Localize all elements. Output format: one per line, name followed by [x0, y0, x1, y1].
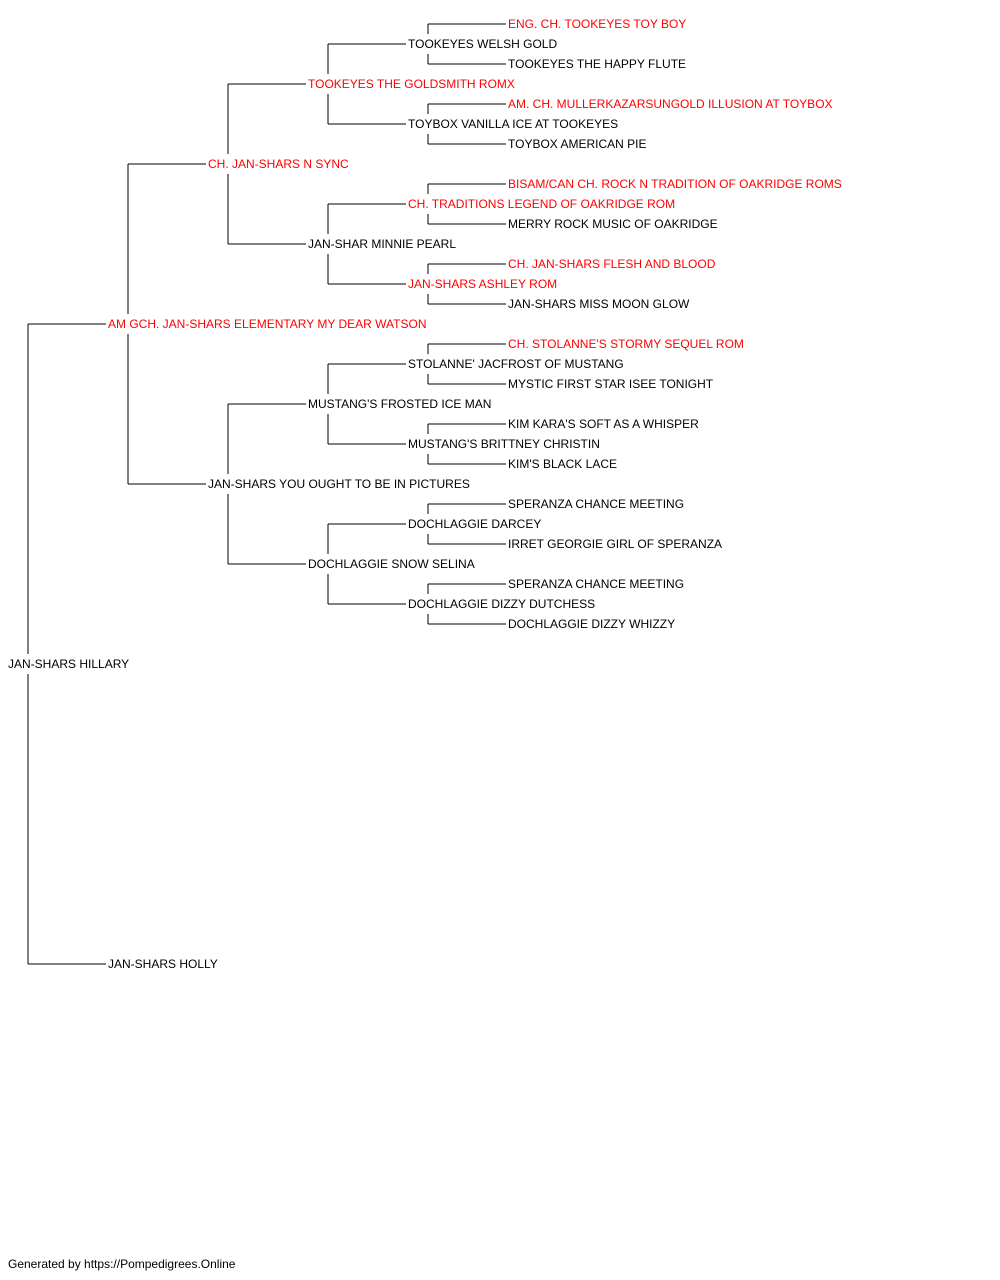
dog-name-gen-4: JAN-SHARS ASHLEY ROM [408, 277, 557, 291]
dog-name-gen-0: JAN-SHARS HILLARY [8, 657, 129, 671]
dog-name-gen-1: JAN-SHARS HOLLY [108, 957, 218, 971]
dog-name-gen-4: DOCHLAGGIE DARCEY [408, 517, 541, 531]
dog-name-gen-4: MUSTANG'S BRITTNEY CHRISTIN [408, 437, 600, 451]
dog-name-gen-4: STOLANNE' JACFROST OF MUSTANG [408, 357, 624, 371]
dog-name-gen-5: SPERANZA CHANCE MEETING [508, 577, 684, 591]
dog-name-gen-5: ENG. CH. TOOKEYES TOY BOY [508, 17, 686, 31]
dog-name-gen-4: TOYBOX VANILLA ICE AT TOOKEYES [408, 117, 618, 131]
dog-name-gen-2: CH. JAN-SHARS N SYNC [208, 157, 349, 171]
dog-name-gen-5: AM. CH. MULLERKAZARSUNGOLD ILLUSION AT T… [508, 97, 833, 111]
dog-name-gen-5: CH. STOLANNE'S STORMY SEQUEL ROM [508, 337, 744, 351]
dog-name-gen-5: TOOKEYES THE HAPPY FLUTE [508, 57, 686, 71]
dog-name-gen-5: IRRET GEORGIE GIRL OF SPERANZA [508, 537, 722, 551]
dog-name-gen-4: CH. TRADITIONS LEGEND OF OAKRIDGE ROM [408, 197, 675, 211]
dog-name-gen-5: SPERANZA CHANCE MEETING [508, 497, 684, 511]
dog-name-gen-5: MERRY ROCK MUSIC OF OAKRIDGE [508, 217, 718, 231]
dog-name-gen-5: BISAM/CAN CH. ROCK N TRADITION OF OAKRID… [508, 177, 842, 191]
dog-name-gen-3: DOCHLAGGIE SNOW SELINA [308, 557, 475, 571]
dog-name-gen-3: JAN-SHAR MINNIE PEARL [308, 237, 456, 251]
dog-name-gen-3: TOOKEYES THE GOLDSMITH ROMX [308, 77, 515, 91]
dog-name-gen-2: JAN-SHARS YOU OUGHT TO BE IN PICTURES [208, 477, 470, 491]
generated-by-footer: Generated by https://Pompedigrees.Online [8, 1257, 236, 1271]
dog-name-gen-5: KIM'S BLACK LACE [508, 457, 617, 471]
dog-name-gen-5: TOYBOX AMERICAN PIE [508, 137, 646, 151]
dog-name-gen-5: CH. JAN-SHARS FLESH AND BLOOD [508, 257, 716, 271]
dog-name-gen-5: JAN-SHARS MISS MOON GLOW [508, 297, 690, 311]
dog-name-gen-5: KIM KARA'S SOFT AS A WHISPER [508, 417, 699, 431]
dog-name-gen-4: TOOKEYES WELSH GOLD [408, 37, 557, 51]
dog-name-gen-3: MUSTANG'S FROSTED ICE MAN [308, 397, 491, 411]
dog-name-gen-5: MYSTIC FIRST STAR ISEE TONIGHT [508, 377, 714, 391]
dog-name-gen-5: DOCHLAGGIE DIZZY WHIZZY [508, 617, 675, 631]
dog-name-gen-1: AM GCH. JAN-SHARS ELEMENTARY MY DEAR WAT… [108, 317, 427, 331]
dog-name-gen-4: DOCHLAGGIE DIZZY DUTCHESS [408, 597, 595, 611]
